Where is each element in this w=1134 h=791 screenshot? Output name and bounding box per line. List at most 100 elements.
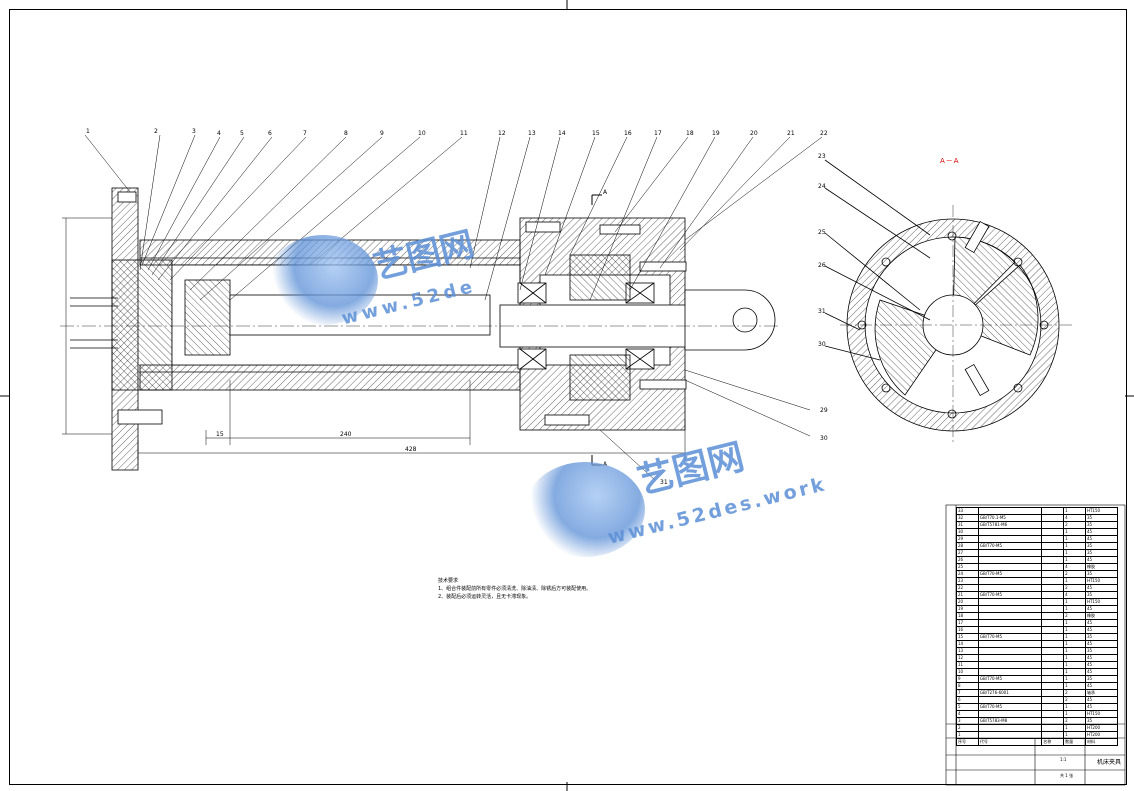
bom-cell: 45	[1084, 682, 1119, 690]
bom-cell: 4	[1063, 591, 1086, 599]
bom-cell: 1	[1063, 542, 1086, 550]
svg-text:20: 20	[750, 130, 758, 137]
section-title: A－A	[940, 157, 960, 165]
bom-cell: 35	[1084, 542, 1119, 550]
bom-cell	[977, 598, 1043, 606]
bolt	[117, 409, 163, 425]
bom-cell: GB/T70-M5	[977, 675, 1043, 683]
svg-text:16: 16	[624, 130, 632, 137]
bom-cell: 10	[956, 668, 979, 676]
bom-header-cell: 代号	[977, 738, 1043, 746]
bom-cell	[1041, 514, 1065, 522]
main-section-view	[70, 187, 776, 471]
svg-text:1: 1	[86, 128, 90, 135]
svg-text:22: 22	[820, 130, 828, 137]
bom-cell: HT150	[1084, 577, 1119, 585]
section-part-labels: 23 24 25 26 31 30	[818, 153, 826, 348]
bom-cell: 1	[1063, 556, 1086, 564]
bom-cell: 1	[1063, 668, 1086, 676]
bom-cell: 29	[956, 535, 979, 543]
bom-cell	[977, 647, 1043, 655]
bom-cell: 16	[956, 626, 979, 634]
svg-text:7: 7	[303, 130, 307, 137]
bom-cell	[1041, 675, 1065, 683]
bom-cell	[1041, 556, 1065, 564]
bom-cell: GB/T70-M5	[977, 703, 1043, 711]
bom-cell: 45	[1084, 668, 1119, 676]
bom-cell	[977, 668, 1043, 676]
bom-cell	[1041, 619, 1065, 627]
bom-cell	[1041, 626, 1065, 634]
bom-cell: 1	[1063, 633, 1086, 641]
bom-cell: 20	[956, 598, 979, 606]
dim-428: 428	[405, 446, 417, 453]
drawing-frame	[9, 9, 1127, 785]
svg-text:2: 2	[154, 128, 158, 135]
bom-cell: 4	[956, 710, 979, 718]
bom-cell: 8	[956, 682, 979, 690]
bom-cell: 18	[956, 612, 979, 620]
bom-cell: GB/T70-M5	[977, 591, 1043, 599]
svg-text:19: 19	[712, 130, 720, 137]
bom-cell: 1	[1063, 647, 1086, 655]
clevis-end	[684, 289, 776, 351]
bom-cell	[977, 577, 1043, 585]
bom-cell: HT150	[1084, 710, 1119, 718]
bom-cell	[977, 731, 1043, 739]
bom-header-row: 序号代号名称数量材料	[956, 738, 1119, 746]
bom-cell: 45	[1084, 535, 1119, 543]
bom-cell: 4	[1063, 514, 1086, 522]
bom-cell	[977, 584, 1043, 592]
bom-cell: 2	[956, 724, 979, 732]
bom-cell	[1041, 570, 1065, 578]
bom-cell: 27	[956, 549, 979, 557]
bom-cell	[977, 535, 1043, 543]
bom-cell	[1041, 584, 1065, 592]
bom-cell	[977, 682, 1043, 690]
bom-cell: 45	[1084, 605, 1119, 613]
bom-cell: 1	[1063, 598, 1086, 606]
bom-cell: 33	[956, 507, 979, 515]
bom-cell: 1	[1063, 577, 1086, 585]
svg-text:31: 31	[818, 308, 826, 315]
bom-cell: 45	[1084, 654, 1119, 662]
bom-cell: 7	[956, 689, 979, 697]
bom-cell: HT200	[1084, 731, 1119, 739]
bom-cell: 1	[1063, 626, 1086, 634]
svg-text:3: 3	[192, 128, 196, 135]
notes-line-1: 1、组合件装配前所有零件必须清洗、除油渍、除锈后方可装配使用。	[438, 586, 592, 592]
svg-text:14: 14	[558, 130, 566, 137]
svg-text:4: 4	[217, 130, 221, 137]
section-a-a-view	[824, 159, 1075, 445]
bom-cell: 轴承	[1084, 689, 1119, 697]
bom-cell: 1	[1063, 507, 1086, 515]
svg-text:30: 30	[820, 435, 828, 442]
bom-cell: 6	[956, 696, 979, 704]
bom-cell	[1041, 577, 1065, 585]
bom-cell: HT150	[1084, 507, 1119, 515]
bom-cell: 35	[1084, 647, 1119, 655]
bom-cell: GB/T276-6001	[977, 689, 1043, 697]
bom-cell	[1041, 612, 1065, 620]
bom-cell: 2	[1063, 584, 1086, 592]
bom-cell: 2	[1063, 612, 1086, 620]
bom-cell: 26	[956, 556, 979, 564]
bom-cell: 32	[956, 514, 979, 522]
bom-cell: 1	[1063, 675, 1086, 683]
bom-cell: 1	[1063, 703, 1086, 711]
bom-cell: 橡胶	[1084, 612, 1119, 620]
